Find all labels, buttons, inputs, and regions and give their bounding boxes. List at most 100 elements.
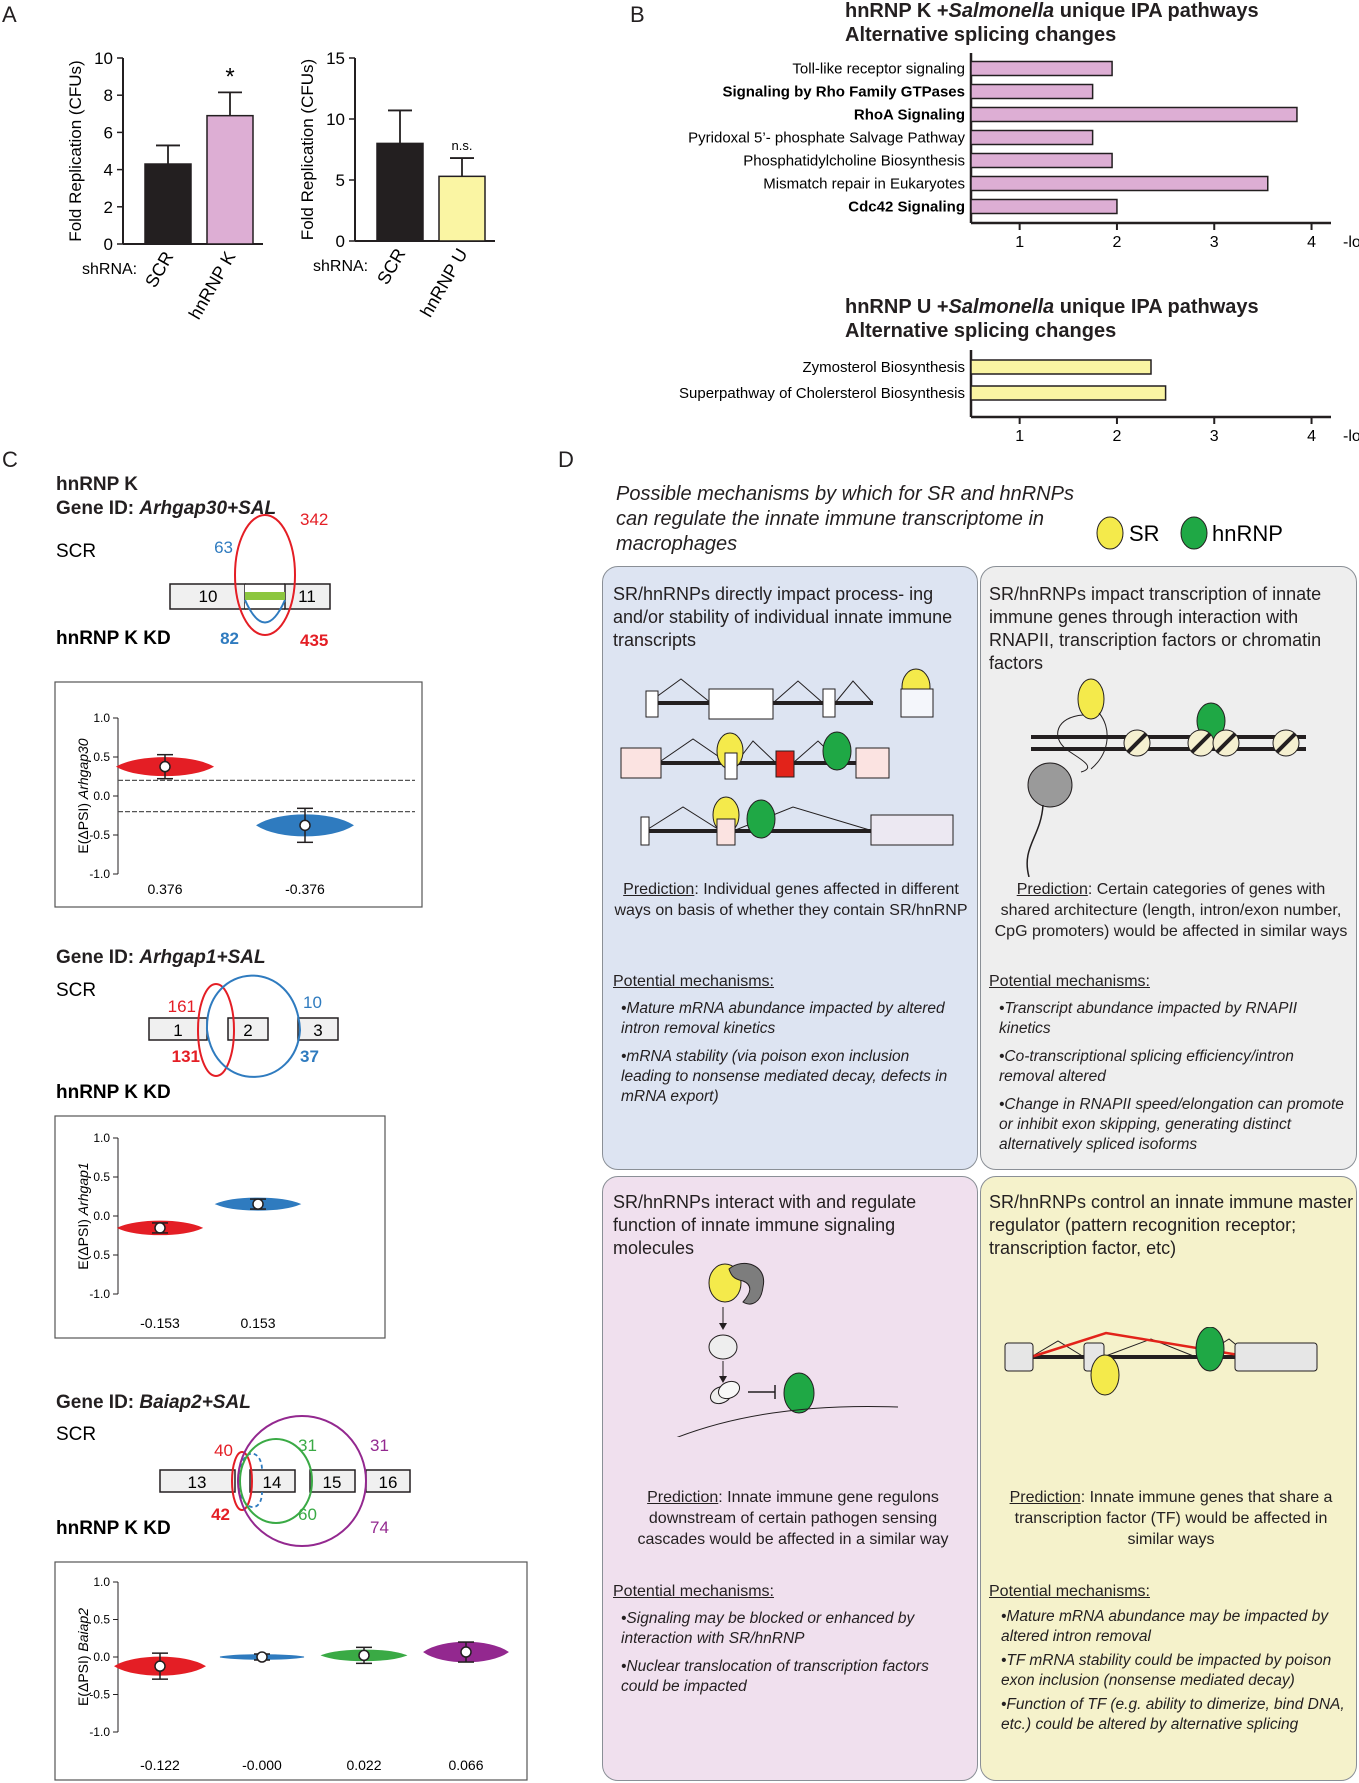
scr-green-count: 31 — [298, 1436, 317, 1455]
y-axis-label-gene: Arhgap30 — [75, 738, 91, 800]
title-species: Salmonella — [948, 0, 1055, 22]
x-tick-label: 1 — [1015, 428, 1024, 445]
y-tick-label: -1.0 — [89, 1725, 110, 1739]
value-label: -0.122 — [140, 1757, 180, 1773]
mechanism-box-3: SR/hnRNPs interact with and regulate fun… — [602, 1176, 978, 1781]
signaling-intermediate — [708, 1334, 738, 1360]
shrna-label: shRNA: — [313, 258, 368, 275]
gene1-violin-frame — [54, 681, 423, 908]
box4-title: SR/hnRNPs control an innate immune maste… — [989, 1192, 1354, 1258]
gene2-id: Gene ID: Arhgap1+SAL — [56, 947, 266, 969]
exon-15 — [309, 1469, 356, 1493]
shrna-label: shRNA: — [82, 261, 137, 278]
gene-id-name: Arhgap1+SAL — [139, 947, 266, 968]
gene1-splice-diagram: SCR hnRNP K KD 10 11 63 342 82 435 — [56, 510, 331, 650]
y-tick-label: 4 — [104, 161, 113, 180]
mechanism-item: •Mature mRNA abundance impacted by alter… — [621, 1000, 945, 1037]
y-tick-label: 2 — [104, 198, 113, 217]
x-tick-label: 4 — [1307, 234, 1316, 251]
scr-purple-count: 31 — [370, 1436, 389, 1455]
box2-mech-heading: Potential mechanisms: — [989, 973, 1150, 990]
y-tick-label: 5 — [336, 171, 345, 190]
title-rest: unique IPA pathways — [1054, 0, 1259, 22]
median-point — [358, 1649, 370, 1662]
y-axis-label-gene: Baiap2 — [75, 1608, 91, 1652]
exon-14 — [249, 1469, 296, 1493]
panel-b-k-title: hnRNP K +Salmonella unique IPA pathways — [845, 0, 1259, 23]
mechanism-item: •Nuclear translocation of transcription … — [621, 1658, 929, 1695]
box3-title: SR/hnRNPs interact with and regulate fun… — [613, 1192, 917, 1258]
gene3-id: Gene ID: Baiap2+SAL — [56, 1392, 251, 1414]
prediction-label: Prediction — [623, 881, 695, 898]
box4-prediction: Prediction: Innate immune genes that sha… — [991, 1487, 1351, 1550]
category-label: Cdc42 Signaling — [848, 199, 965, 216]
exon-10 — [169, 583, 246, 610]
prediction-text: : Innate immune gene regulons downstream… — [637, 1489, 949, 1548]
nucleosomes — [1123, 729, 1300, 757]
y-tick-label: -0.5 — [89, 1688, 110, 1702]
mechanism-item: •Transcript abundance impacted by RNAPII… — [999, 1000, 1298, 1037]
y-axis-label-prefix: E(ΔPSI) — [75, 1652, 91, 1706]
mechanism-item: •mRNA stability (via poison exon inclusi… — [621, 1048, 948, 1105]
title-part: hnRNP U + — [845, 296, 949, 318]
y-tick-label: 10 — [94, 49, 113, 68]
prediction-text: : Certain categories of genes with share… — [994, 881, 1348, 940]
kd-label: hnRNP K KD — [56, 1082, 171, 1103]
y-tick-label: 0.5 — [93, 1170, 110, 1184]
box1-prediction: Prediction: Individual genes affected in… — [609, 879, 973, 921]
y-tick-label: 0.0 — [93, 1650, 110, 1664]
box3-prediction: Prediction: Innate immune gene regulons … — [613, 1487, 973, 1550]
box3-signaling-illustration — [676, 1262, 899, 1437]
mechanism-item: •Signaling may be blocked or enhanced by… — [621, 1610, 915, 1647]
mechanism-item: •Co-transcriptional splicing efficiency/… — [999, 1048, 1294, 1085]
gene1-id: Gene ID: Arhgap30+SAL — [56, 498, 276, 520]
y-tick-label: 6 — [104, 123, 113, 142]
sr-legend-label: SR — [1129, 521, 1160, 546]
kd-red-count: 42 — [211, 1505, 230, 1524]
red-junction — [234, 514, 296, 636]
significance-marker: n.s. — [452, 138, 473, 153]
category-label: Toll-like receptor signaling — [792, 61, 965, 78]
mechanism-item: •Change in RNAPII speed/elongation can p… — [999, 1096, 1344, 1153]
category-label: RhoA Signaling — [854, 107, 965, 124]
box2-mechanisms: •Transcript abundance impacted by RNAPII… — [999, 999, 1344, 1163]
panel-label-b: B — [630, 2, 645, 27]
bar — [970, 359, 1152, 375]
scr-red-count: 40 — [214, 1441, 233, 1460]
category-label: Superpathway of Cholersterol Biosynthesi… — [679, 385, 965, 402]
prediction-label: Prediction — [1016, 881, 1088, 898]
bar — [376, 142, 424, 242]
hnrnp-protein — [1195, 1327, 1225, 1372]
bar — [970, 106, 1298, 123]
value-label: -0.153 — [140, 1315, 180, 1331]
mechanism-item: •Function of TF (e.g. ability to dimeriz… — [1001, 1696, 1345, 1733]
gene-id-prefix: Gene ID: — [56, 1392, 140, 1413]
panel-label-a: A — [2, 2, 17, 27]
box4-mechanisms: •Mature mRNA abundance may be impacted b… — [1001, 1607, 1346, 1739]
kd-blue-count: 37 — [300, 1047, 319, 1066]
y-tick-label: 0.0 — [93, 789, 110, 803]
bar — [970, 385, 1167, 401]
exon-13 — [159, 1469, 236, 1493]
y-tick-label: 15 — [326, 49, 345, 68]
transcription-factor-dimer — [709, 1380, 741, 1405]
hnrnp-legend-icon — [1180, 516, 1208, 550]
bar — [144, 163, 192, 245]
exon-2 — [227, 1017, 269, 1041]
category-label: Zymosterol Biosynthesis — [802, 359, 965, 376]
x-tick-label: 3 — [1210, 234, 1219, 251]
box1-mechanisms: •Mature mRNA abundance impacted by alter… — [621, 999, 961, 1115]
y-tick-label: -1.0 — [89, 867, 110, 881]
value-label: 0.066 — [448, 1757, 483, 1773]
hnrnp-protein — [783, 1372, 815, 1414]
y-axis-label-gene: Arhgap1 — [75, 1162, 91, 1216]
prediction-text: : Innate immune genes that share a trans… — [1014, 1489, 1333, 1548]
scr-label: SCR — [56, 980, 96, 1001]
y-tick-label: 0 — [336, 232, 345, 251]
scr-red-count: 161 — [168, 997, 196, 1016]
x-tick-label: 2 — [1112, 428, 1121, 445]
rnapii — [1027, 762, 1073, 808]
sr-legend-icon — [1096, 516, 1124, 550]
